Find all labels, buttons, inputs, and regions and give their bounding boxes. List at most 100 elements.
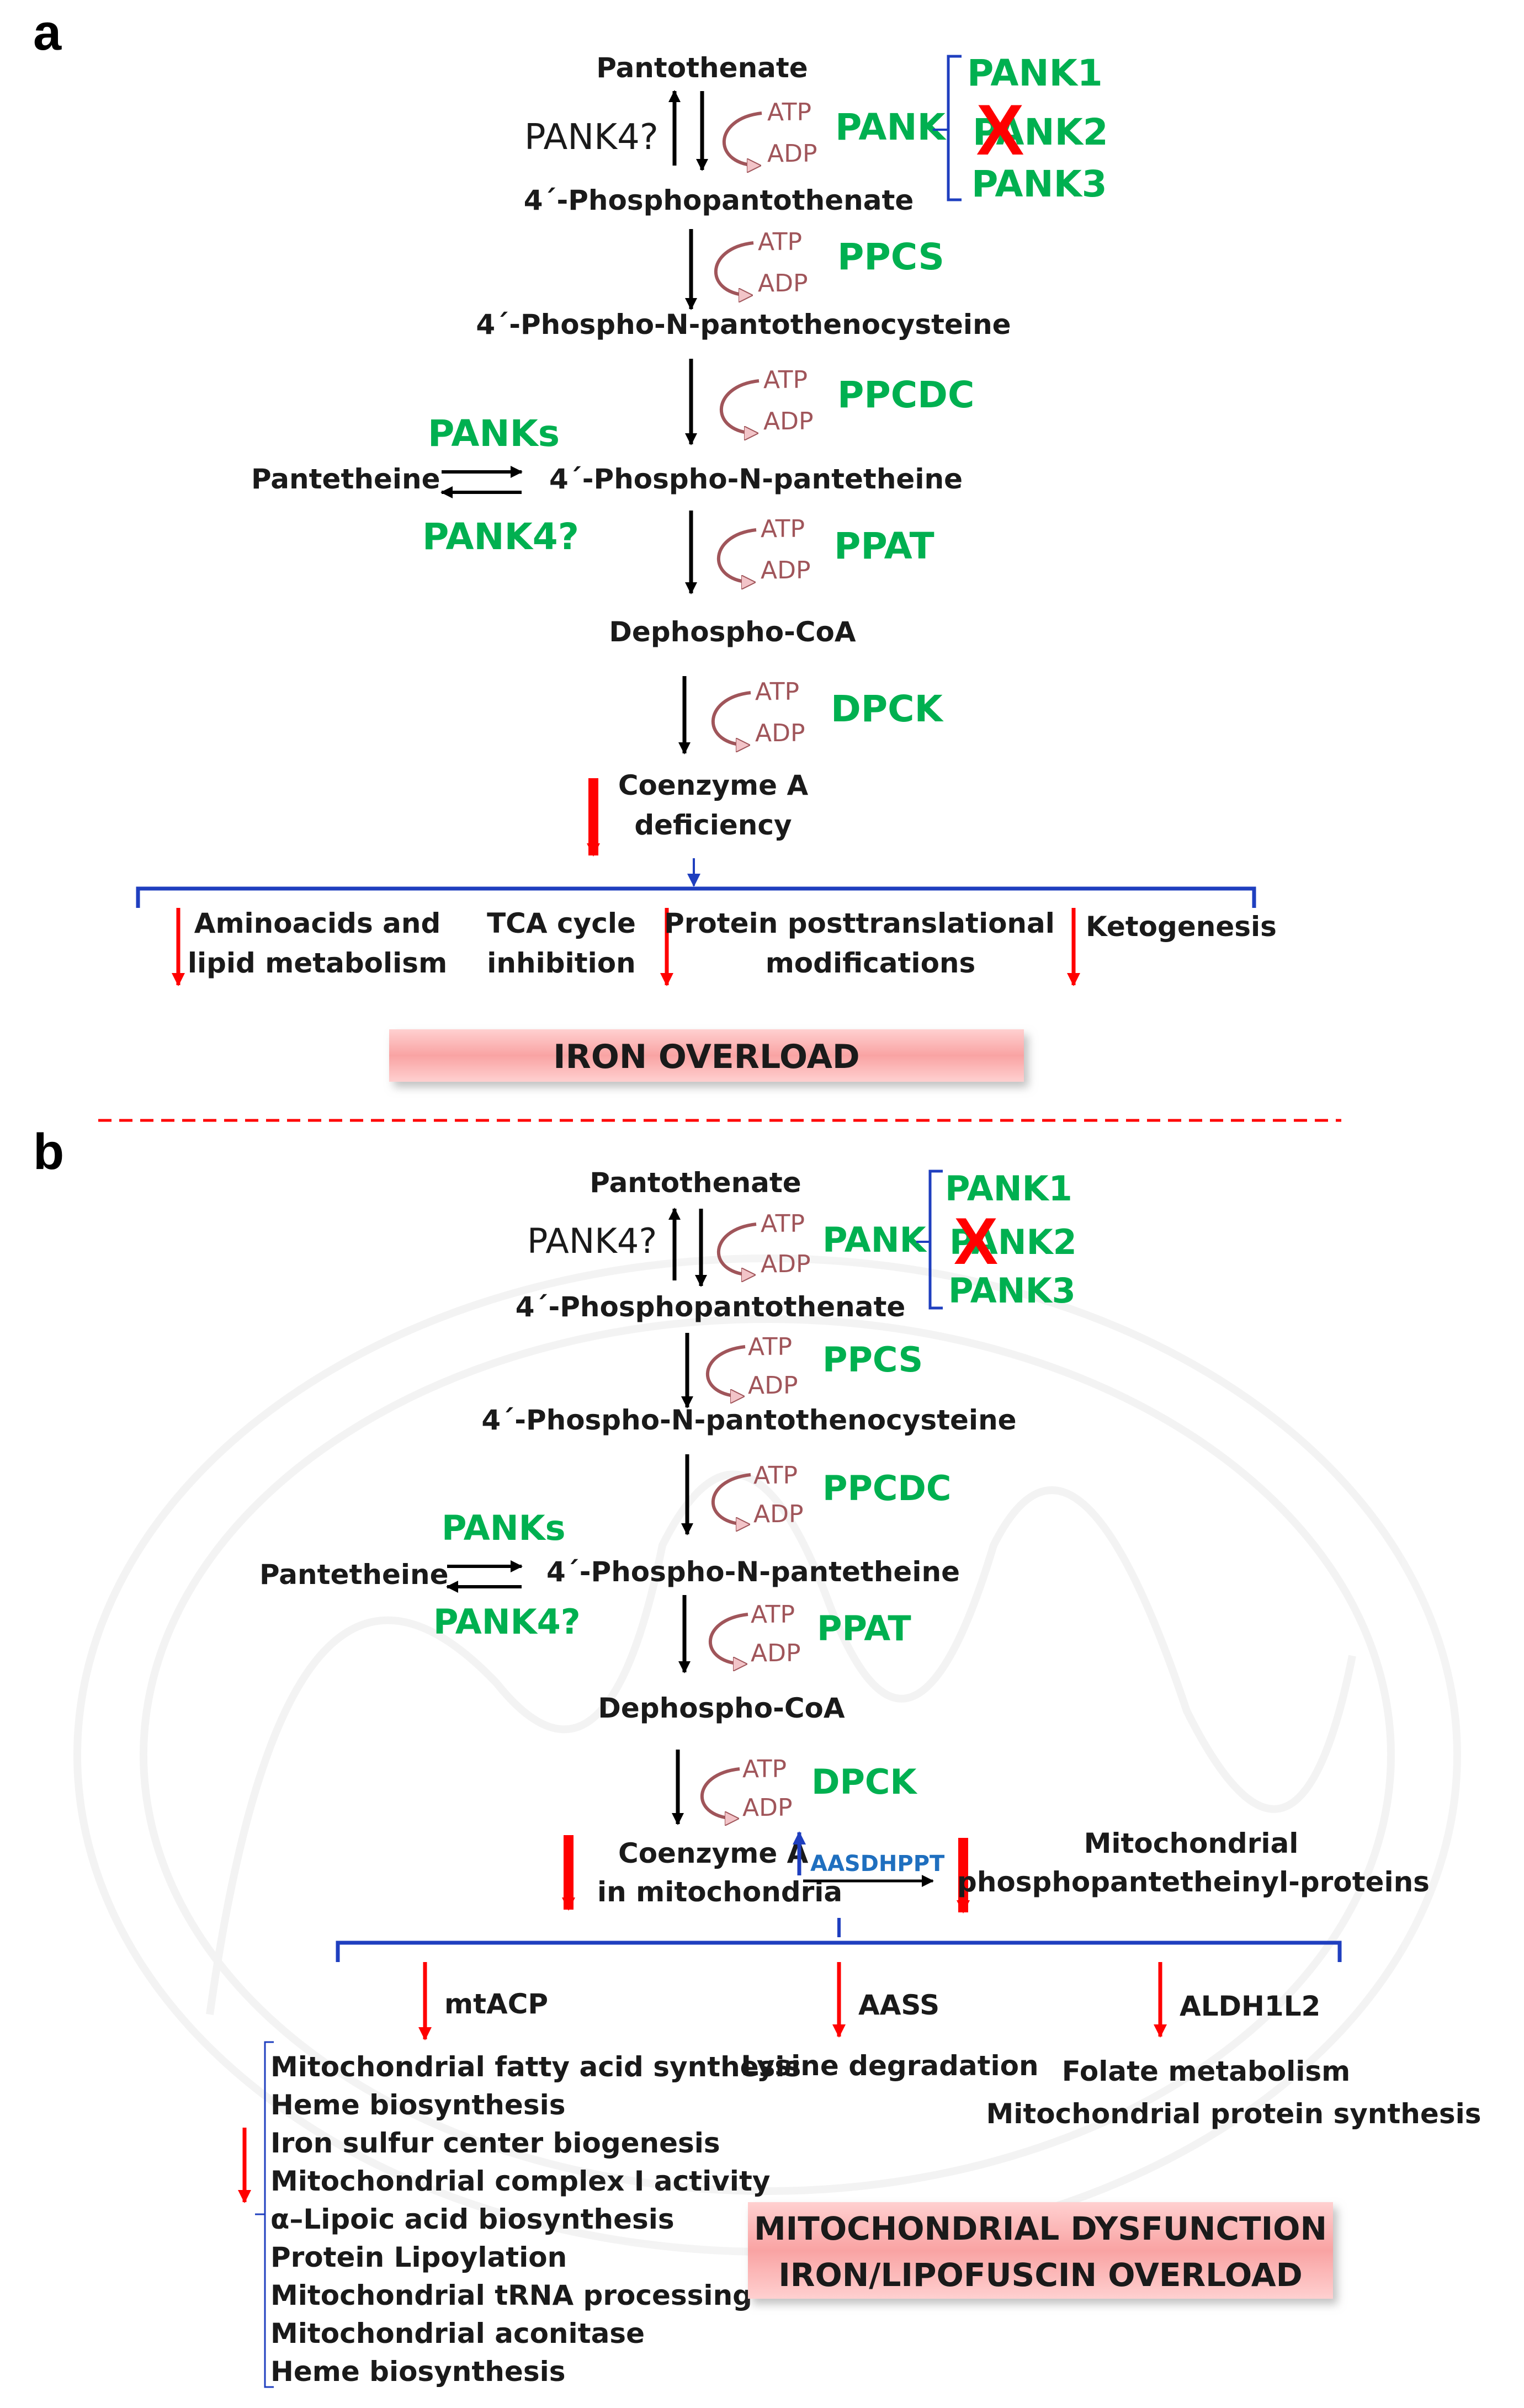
list-item: Protein Lipoylation — [270, 2241, 567, 2273]
enzyme-ppcdc: PPCDC — [822, 1468, 951, 1508]
effect-ketogenesis: Ketogenesis — [1086, 911, 1277, 943]
effects-bracket — [136, 886, 1256, 908]
atp-label: ATP — [763, 366, 808, 394]
list-item: α–Lipoic acid biosynthesis — [270, 2203, 675, 2235]
atp-label: ATP — [753, 1461, 798, 1490]
atp-adp-curve-icon — [711, 691, 751, 745]
list-item: Heme biosynthesis — [270, 2089, 565, 2121]
atp-label: ATP — [742, 1755, 787, 1783]
enzyme-ppcs: PPCS — [837, 236, 944, 278]
atp-adp-curve-icon — [714, 241, 754, 295]
knockout-x-icon: X — [976, 89, 1024, 170]
enzyme-pank1: PANK1 — [945, 1168, 1072, 1209]
phosphopantothenate-label: 4´-Phosphopantothenate — [516, 1291, 906, 1323]
dephospho-coa-label: Dephospho-CoA — [609, 616, 856, 648]
enzyme-pank: PANK — [835, 106, 947, 148]
list-item: Mitochondrial aconitase — [270, 2317, 645, 2349]
enzyme-dpck: DPCK — [831, 688, 944, 730]
list-item: Mitochondrial complex I activity — [270, 2165, 770, 2197]
coa-mito-line1: Coenzyme A — [618, 1837, 809, 1869]
effect-tca-line1: TCA cycle — [487, 907, 636, 939]
atp-label: ATP — [767, 98, 811, 126]
phosphopantothenocysteine-label: 4´-Phospho-N-pantothenocysteine — [481, 1404, 1016, 1436]
iron-overload-label: IRON OVERLOAD — [553, 1038, 859, 1076]
dephospho-coa-label: Dephospho-CoA — [598, 1692, 845, 1724]
enzyme-pank: PANK — [822, 1220, 927, 1260]
enzyme-pank2: PANK2 — [973, 111, 1108, 153]
atp-label: ATP — [755, 678, 799, 706]
atp-adp-curve-icon — [716, 528, 757, 582]
atp-label: ATP — [761, 515, 805, 543]
panel-label-b: b — [33, 1124, 64, 1180]
mito-proteins-line2: phosphopantetheinyl-proteins — [957, 1866, 1430, 1898]
knockout-x-icon: X — [954, 1204, 998, 1278]
pantetheine-label: Pantetheine — [251, 463, 440, 495]
enzyme-ppat: PPAT — [817, 1608, 911, 1649]
enzyme-aasdhppt: AASDHPPT — [810, 1851, 945, 1877]
pank4-question-label: PANK4? — [524, 117, 659, 158]
enzyme-pank3: PANK3 — [971, 163, 1107, 205]
mito-protein-synthesis: Mitochondrial protein synthesis — [986, 2098, 1481, 2130]
atp-label: ATP — [751, 1601, 795, 1629]
list-item: Mitochondrial tRNA processing — [270, 2279, 752, 2311]
coa-deficiency-line1: Coenzyme A — [618, 769, 809, 801]
adp-label: ADP — [767, 140, 817, 168]
pantetheine-label: Pantetheine — [259, 1559, 449, 1591]
phosphopantetheine-label: 4´-Phospho-N-pantetheine — [549, 463, 963, 495]
folate-metabolism: Folate metabolism — [1062, 2055, 1351, 2087]
atp-adp-curve-icon — [722, 111, 762, 166]
pantothenate-label: Pantothenate — [590, 1167, 801, 1199]
effect-ptm-line2: modifications — [766, 947, 976, 979]
adp-label: ADP — [758, 269, 808, 297]
enzyme-ppat: PPAT — [834, 525, 934, 567]
effect-mtacp: mtACP — [444, 1988, 548, 2020]
panel-b: b Pantothenate PANK4? ATP ADP PANK PANK1… — [33, 1124, 1481, 2388]
adp-label: ADP — [742, 1794, 793, 1822]
adp-label: ADP — [755, 719, 805, 747]
enzyme-pank3: PANK3 — [948, 1271, 1076, 1311]
atp-adp-curve-icon — [705, 1345, 746, 1396]
panel-label-a: a — [33, 4, 62, 61]
adp-label: ADP — [753, 1500, 804, 1528]
list-item: Heme biosynthesis — [270, 2356, 565, 2388]
dysfunction-line1: MITOCHONDRIAL DYSFUNCTION — [754, 2210, 1327, 2247]
effect-tca-line2: inhibition — [487, 947, 635, 979]
phosphopantothenate-label: 4´-Phosphopantothenate — [524, 184, 914, 216]
isoform-bracket — [928, 1170, 943, 1310]
enzyme-pank4-question: PANK4? — [433, 1602, 581, 1642]
effect-aminoacids-line2: lipid metabolism — [188, 947, 447, 979]
coa-mito-line2: in mitochondria — [597, 1876, 842, 1908]
lysine-degradation: Lysine degradation — [741, 2050, 1038, 2082]
enzyme-pank4-question: PANK4? — [422, 515, 579, 558]
enzyme-ppcdc: PPCDC — [837, 374, 974, 416]
phosphopantetheine-label: 4´-Phospho-N-pantetheine — [546, 1556, 960, 1588]
mito-proteins-line1: Mitochondrial — [1084, 1827, 1299, 1859]
list-item: Iron sulfur center biogenesis — [270, 2127, 720, 2159]
enzyme-panks: PANKs — [428, 412, 560, 455]
enzyme-panks: PANKs — [442, 1508, 566, 1548]
mito-dysfunction-box — [748, 2202, 1333, 2299]
pantothenate-label: Pantothenate — [596, 52, 808, 84]
atp-label: ATP — [748, 1333, 792, 1361]
atp-adp-curve-icon — [716, 1222, 757, 1275]
pank4-question-label: PANK4? — [527, 1221, 657, 1261]
adp-label: ADP — [763, 407, 814, 435]
adp-label: ADP — [748, 1372, 798, 1400]
enzyme-pank1: PANK1 — [967, 52, 1103, 94]
phosphopantothenocysteine-label: 4´-Phospho-N-pantothenocysteine — [476, 309, 1011, 341]
effect-aminoacids-line1: Aminoacids and — [194, 907, 440, 939]
dysfunction-line2: IRON/LIPOFUSCIN OVERLOAD — [778, 2256, 1303, 2294]
isoform-bracket — [947, 55, 962, 201]
adp-label: ADP — [751, 1639, 801, 1667]
enzyme-dpck: DPCK — [811, 1762, 917, 1802]
effect-aass: AASS — [858, 1989, 939, 2021]
coa-deficiency-line2: deficiency — [634, 809, 792, 841]
enzyme-pank2: PANK2 — [949, 1222, 1077, 1262]
adp-label: ADP — [761, 1250, 811, 1278]
adp-label: ADP — [761, 556, 811, 584]
atp-adp-curve-icon — [711, 1473, 751, 1524]
atp-label: ATP — [758, 228, 802, 256]
iron-overload-box — [389, 1029, 1024, 1082]
